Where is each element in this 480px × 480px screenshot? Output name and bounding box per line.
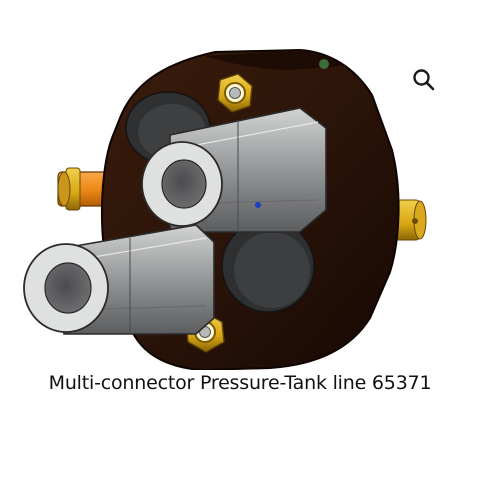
upper-barrel [141,107,327,233]
product-caption: Multi-connector Pressure-Tank line 65371 [48,372,432,394]
left-side-fitting [57,167,109,211]
recess-bottom-right [221,219,315,313]
lower-barrel [23,224,215,335]
top-nut [217,73,253,113]
zoom-button[interactable] [406,62,442,98]
magnifier-icon [413,69,435,91]
product-image[interactable] [20,40,440,370]
